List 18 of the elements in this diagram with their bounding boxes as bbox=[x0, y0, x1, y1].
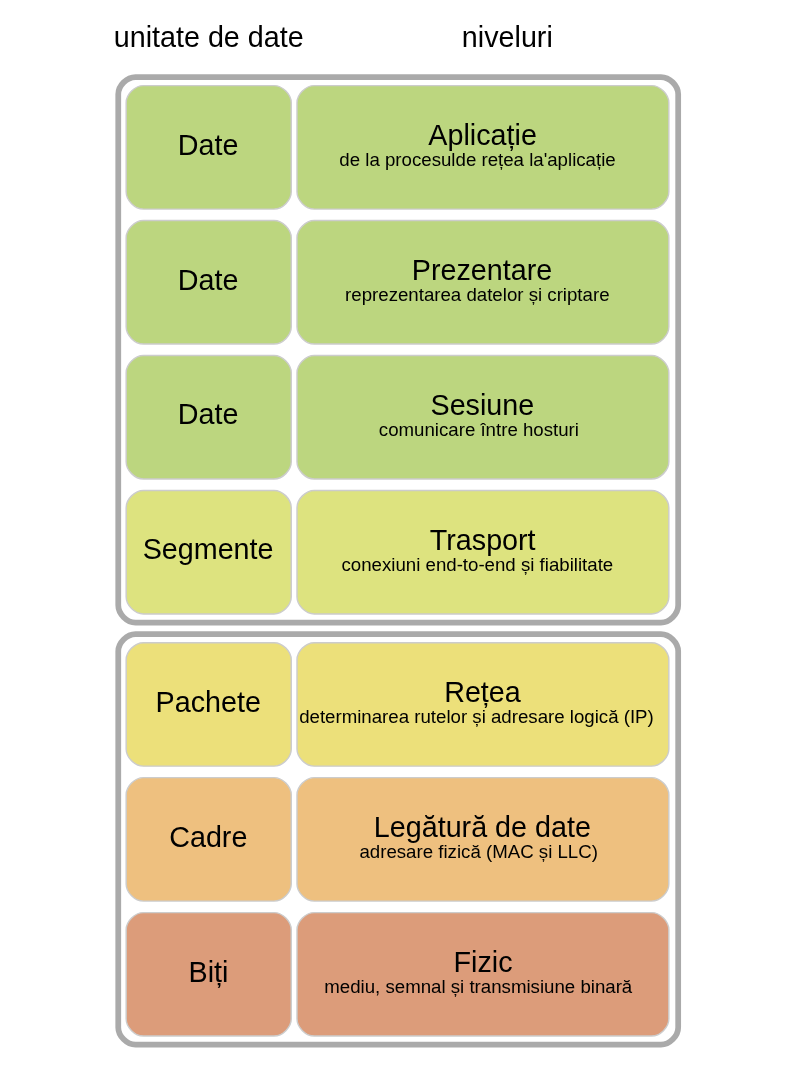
node-box: Legătură de date adresare fizică (MAC și LLC) bbox=[296, 776, 670, 902]
label: unitate de date bbox=[113, 20, 304, 53]
cluster bbox=[115, 631, 682, 1048]
node-box: Trasport conexiuni end-to-end și fiabilitate bbox=[296, 489, 670, 615]
node-box: Pachete bbox=[125, 641, 292, 767]
label: niveluri bbox=[461, 20, 553, 53]
node-box: Prezentare reprezentarea datelor și criptare bbox=[296, 219, 670, 345]
node-box: Date bbox=[125, 84, 292, 210]
node-box: Aplicație de la procesulde rețea la'aplicație bbox=[296, 84, 670, 210]
node-box: Biți bbox=[125, 911, 292, 1037]
node-box: Rețea determinarea rutelor și adresare logică (IP) bbox=[296, 641, 670, 767]
node-box: Sesiune comunicare între hosturi bbox=[296, 354, 670, 480]
node-box: Cadre bbox=[125, 776, 292, 902]
node-box: Segmente bbox=[125, 489, 292, 615]
node-box: Date bbox=[125, 219, 292, 345]
node-box: Fizic mediu, semnal și transmisiune binară bbox=[296, 911, 670, 1037]
node-box: Date bbox=[125, 354, 292, 480]
cluster bbox=[115, 74, 682, 626]
